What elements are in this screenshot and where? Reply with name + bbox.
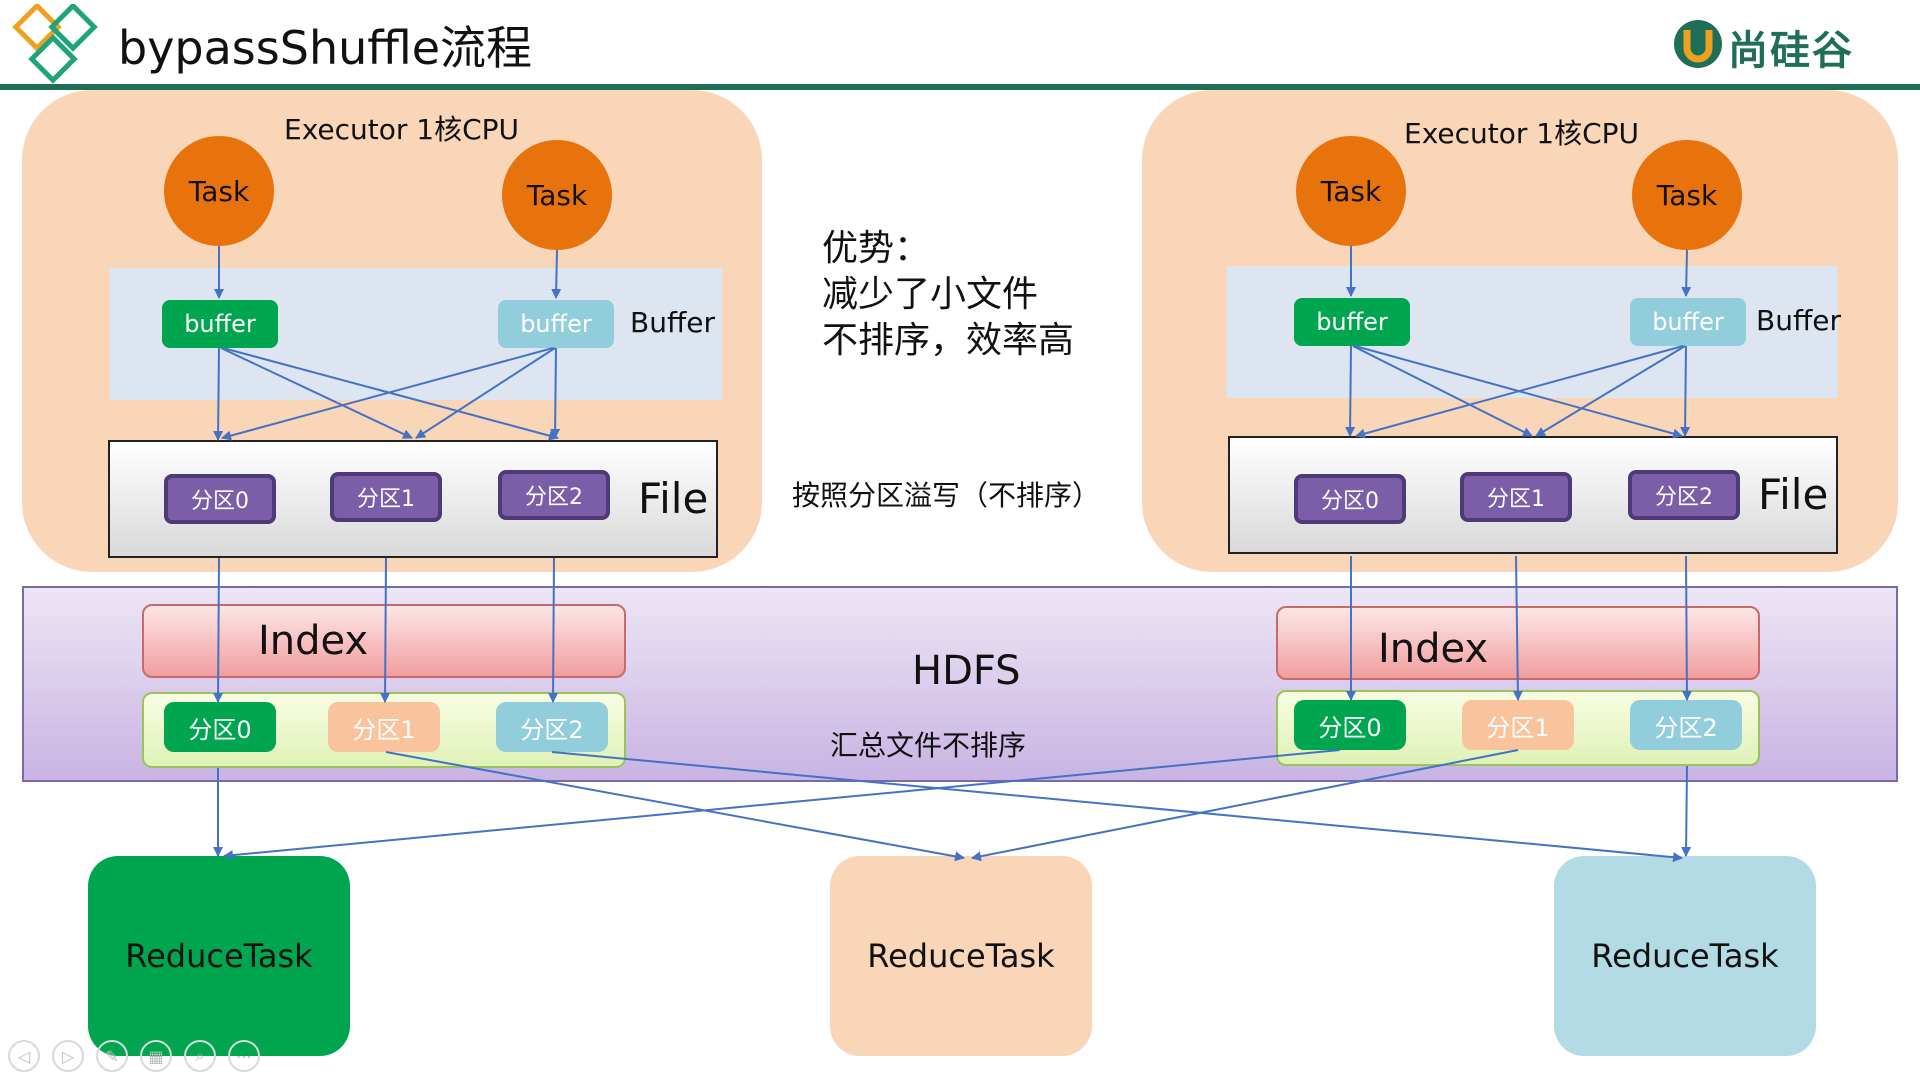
header-divider <box>0 84 1920 90</box>
executor-1-partition-1: 分区1 <box>330 472 442 522</box>
arrow-e1-b2-p1 <box>415 347 556 439</box>
merged-1-partition-1: 分区1 <box>328 702 440 752</box>
executor-1-file-label: File <box>638 474 709 523</box>
executor-1-buffer-label: Buffer <box>630 306 715 339</box>
arrow-e1-p2-merged <box>548 557 559 703</box>
executor-2-buffer-1: buffer <box>1294 298 1410 346</box>
hdfs-label: HDFS <box>912 648 1021 694</box>
arrow-e1-b1-p1 <box>220 347 413 439</box>
arrow-e1-b2-p0 <box>221 347 554 441</box>
more-icon[interactable]: ⋯ <box>228 1040 260 1072</box>
arrow-m2p2-reduce3 <box>1681 765 1692 857</box>
index-box-1: Index <box>142 604 626 678</box>
arrow-m2p0-reduce1 <box>223 749 1341 861</box>
arrow-m2p1-reduce2 <box>971 749 1519 862</box>
arrow-e2-b2-p2 <box>1680 345 1691 437</box>
arrow-e2-p1-merged <box>1512 555 1523 701</box>
arrow-e2-b2-p1 <box>1535 345 1686 437</box>
executor-2-partition-0: 分区0 <box>1294 474 1406 524</box>
arrow-e1-b1-p0 <box>213 347 224 441</box>
logo-diamonds-icon <box>8 2 102 86</box>
arrow-e1-task2-buffer <box>551 249 562 299</box>
reduce-task-2: ReduceTask <box>830 856 1092 1056</box>
hdfs-note: 汇总文件不排序 <box>830 729 1027 762</box>
merged-1-partition-2: 分区2 <box>496 702 608 752</box>
executor-2-label: Executor 1核CPU <box>1404 117 1640 150</box>
slides-grid-icon[interactable]: ▦ <box>140 1040 172 1072</box>
executor-1-task-2: Task <box>502 140 612 250</box>
executor-1-partition-2: 分区2 <box>498 470 610 520</box>
advantages-heading: 优势： <box>822 228 931 269</box>
index-label-1: Index <box>258 618 369 664</box>
zoom-icon[interactable]: ⌕ <box>184 1040 216 1072</box>
executor-2-partition-2: 分区2 <box>1628 470 1740 520</box>
advantages-line-1: 减少了小文件 <box>822 274 1039 315</box>
arrow-e2-p2-merged <box>1681 555 1692 701</box>
executor-1-partition-0: 分区0 <box>164 474 276 524</box>
spill-note: 按照分区溢写（不排序） <box>792 479 1101 512</box>
executor-1-buffer-2: buffer <box>498 300 614 348</box>
brand-u-icon <box>1672 18 1724 70</box>
arrow-e1-b2-p2 <box>550 347 561 439</box>
arrow-e2-b1-p1 <box>1352 345 1533 437</box>
merged-2-partition-1: 分区1 <box>1462 700 1574 750</box>
reduce-task-1: ReduceTask <box>88 856 350 1056</box>
merged-1-partition-0: 分区0 <box>164 702 276 752</box>
executor-1-buffer-1: buffer <box>162 300 278 348</box>
executor-2-buffer-2: buffer <box>1630 298 1746 346</box>
prev-slide-icon[interactable]: ◁ <box>8 1040 40 1072</box>
arrow-e1-p0-merged <box>213 557 224 703</box>
arrow-e2-task2-buffer <box>1681 249 1692 297</box>
merged-2-partition-0: 分区0 <box>1294 700 1406 750</box>
arrow-m1p1-reduce2 <box>385 751 965 862</box>
executor-2-task-2: Task <box>1632 140 1742 250</box>
arrow-e2-b1-p0 <box>1345 345 1356 437</box>
page-title: bypassShuffle流程 <box>118 21 533 75</box>
advantages-line-2: 不排序，效率高 <box>822 320 1075 361</box>
executor-2-buffer-label: Buffer <box>1756 304 1841 337</box>
next-slide-icon[interactable]: ▷ <box>52 1040 84 1072</box>
reduce-task-3: ReduceTask <box>1554 856 1816 1056</box>
executor-2-task-1: Task <box>1296 136 1406 246</box>
executor-1-label: Executor 1核CPU <box>284 113 520 146</box>
arrow-m1p2-reduce3 <box>551 751 1683 863</box>
pen-icon[interactable]: ✎ <box>96 1040 128 1072</box>
index-label-2: Index <box>1378 626 1489 672</box>
executor-2-file-label: File <box>1758 470 1829 519</box>
arrow-e2-b2-p0 <box>1355 345 1684 439</box>
executor-2-partition-1: 分区1 <box>1460 472 1572 522</box>
arrow-e1-p1-merged <box>380 557 391 703</box>
brand-name: 尚硅谷 <box>1728 28 1854 74</box>
merged-2-partition-2: 分区2 <box>1630 700 1742 750</box>
executor-1-task-1: Task <box>164 136 274 246</box>
